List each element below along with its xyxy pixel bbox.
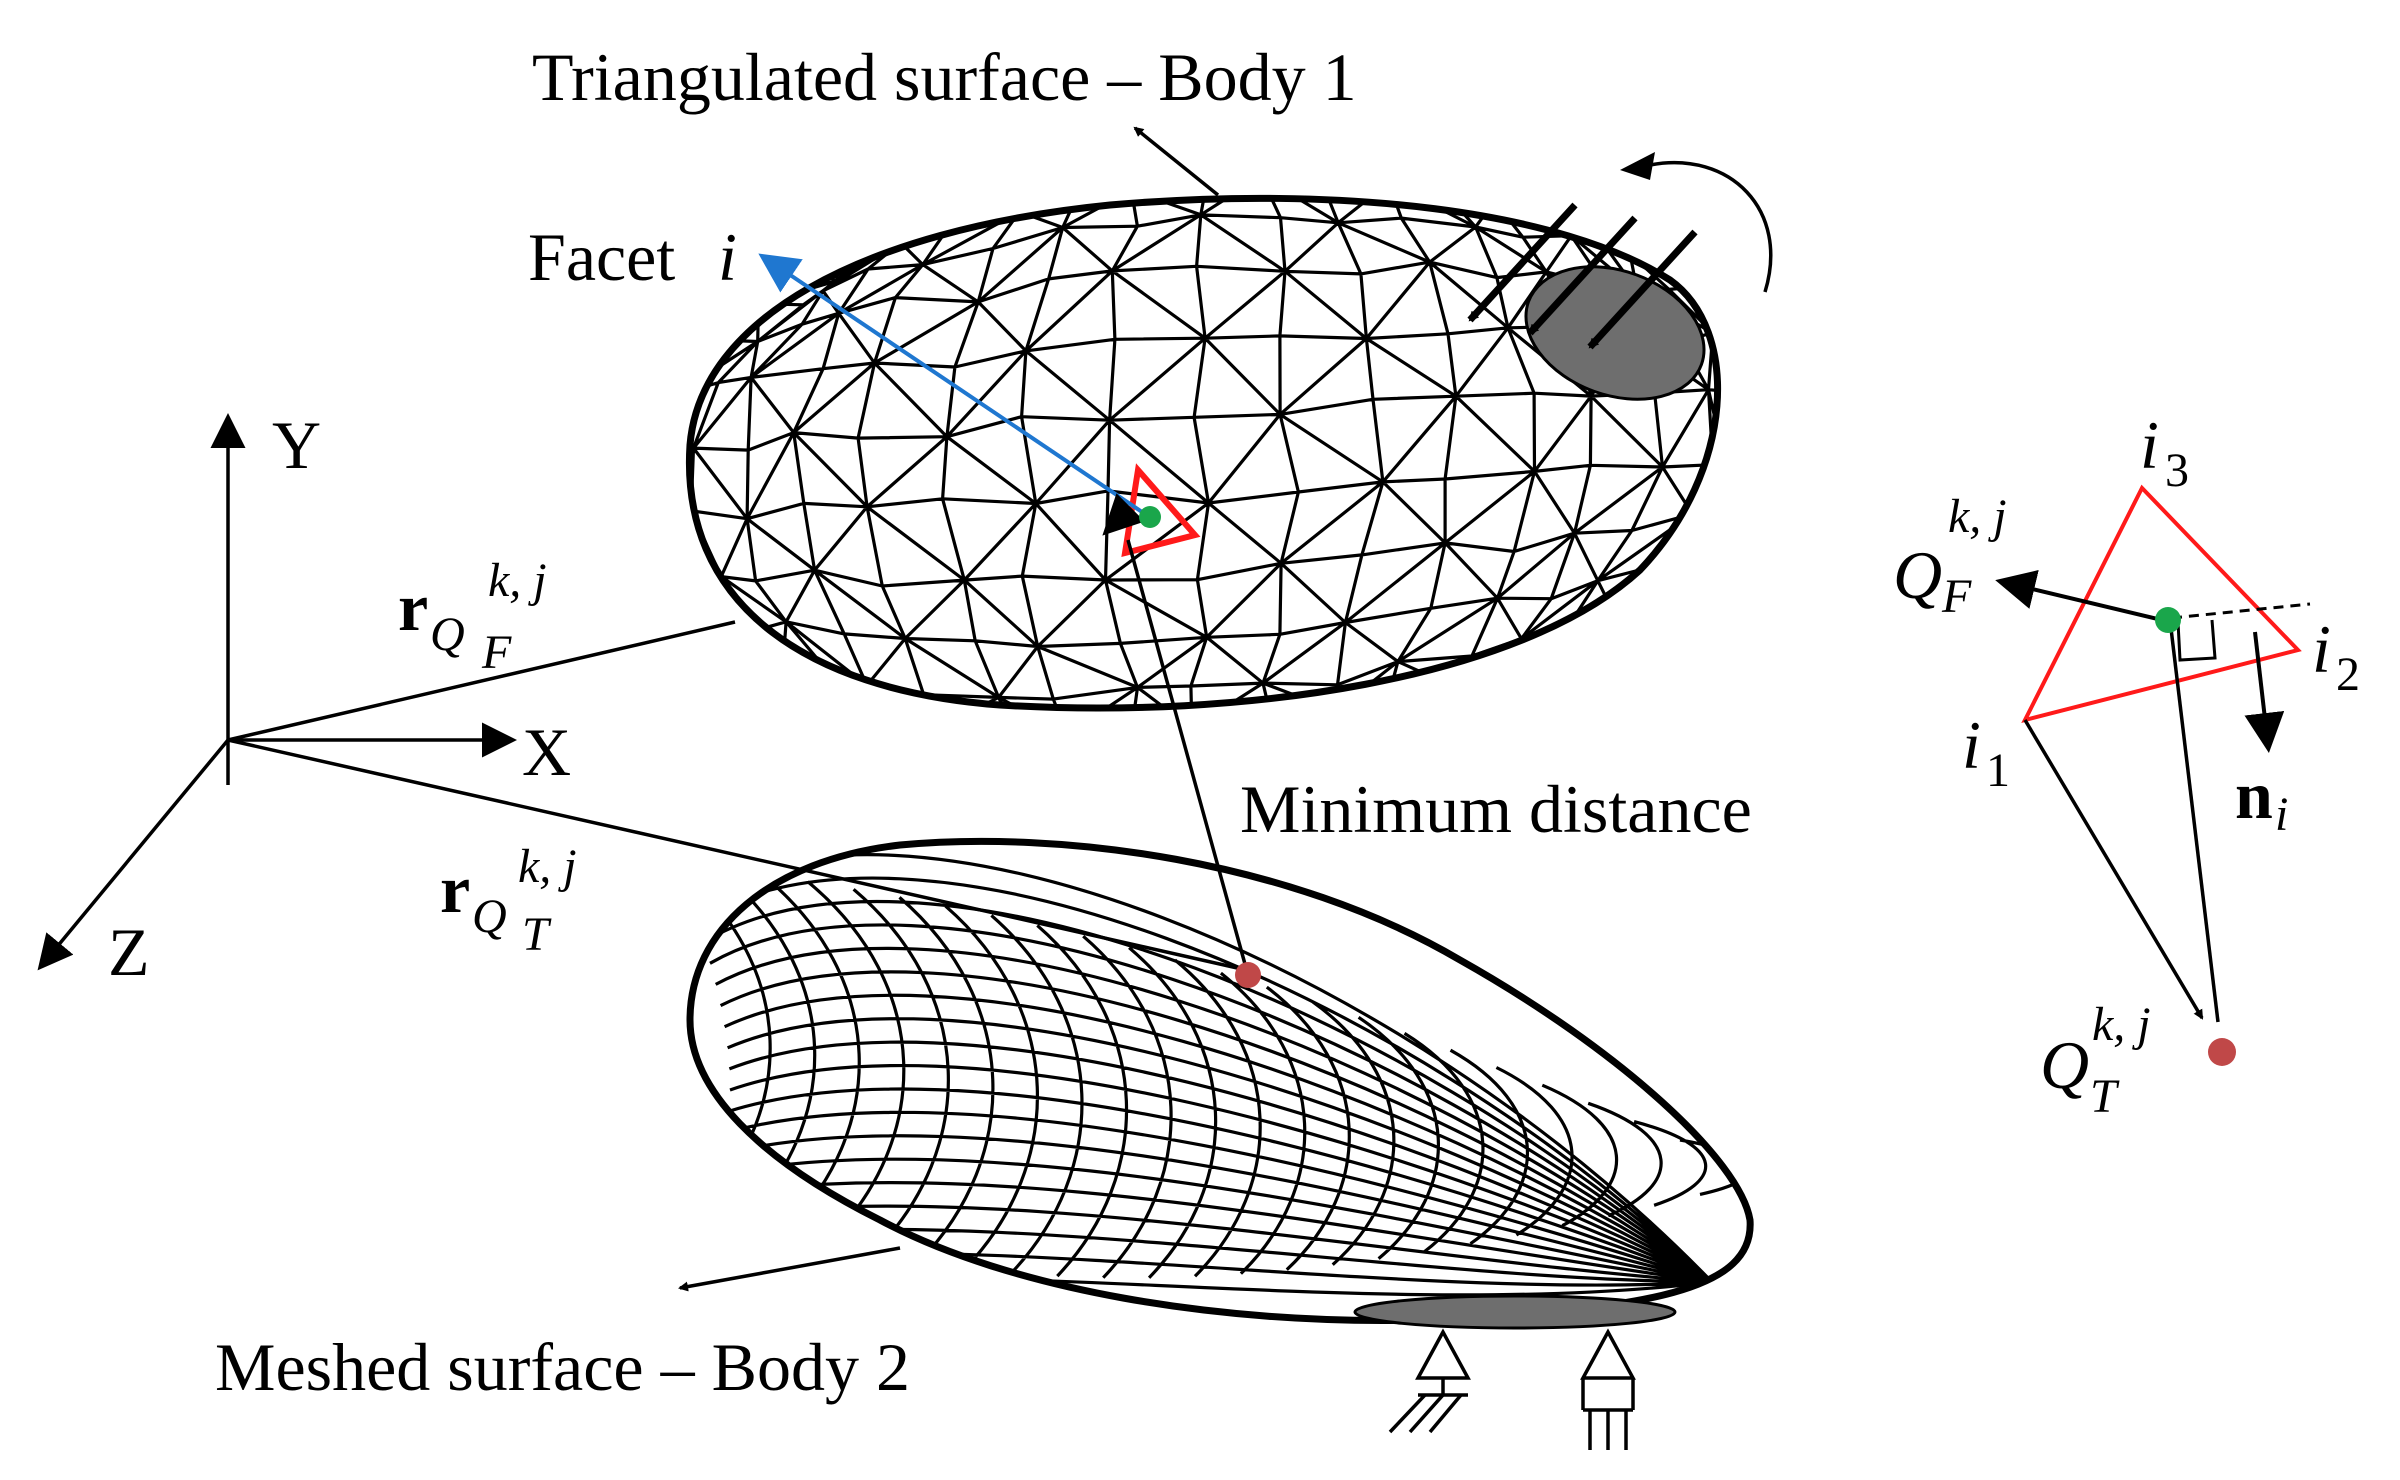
- vertex-i1-label: i 1: [1962, 707, 2010, 797]
- r-qt-label: r Q T k, j: [440, 840, 577, 961]
- inset-qf-to-qt: [2168, 619, 2220, 1023]
- facet-label-text: Facet: [528, 219, 675, 295]
- vertex-i3-label: i 3: [2140, 407, 2189, 497]
- vertex-i3-i: i: [2140, 407, 2159, 483]
- normal-sub: i: [2275, 788, 2288, 841]
- inset-qf-sub: F: [1941, 570, 1972, 623]
- inset-point-qf: [2155, 607, 2181, 633]
- axis-z-label: Z: [108, 914, 150, 990]
- r-qf-q: Q: [430, 608, 465, 661]
- body-1-label-pointer: [1133, 126, 1220, 197]
- inset-dashed-line: [2171, 602, 2311, 620]
- r-qf-r: r: [398, 569, 428, 645]
- body-2-outline: [686, 837, 1754, 1324]
- inset-normal-arrow: [2244, 631, 2285, 753]
- vertex-i3-sub: 3: [2165, 444, 2189, 497]
- body-2-supports: [1388, 1328, 1636, 1450]
- minimum-distance-label: Minimum distance: [1240, 771, 1752, 847]
- facet-label-index: i: [718, 219, 737, 295]
- minimum-distance-line: [1126, 539, 1250, 976]
- vertex-i2-i: i: [2312, 611, 2331, 687]
- r-qf-label: r Q F k, j: [398, 554, 547, 679]
- body-2-support-patch: [1353, 1294, 1677, 1330]
- inset-qf-sup: k, j: [1948, 490, 2007, 543]
- inset-qf-q: Q: [1893, 537, 1942, 613]
- inset-qf-arrow: [1995, 569, 2163, 622]
- normal-label: n i: [2235, 757, 2288, 841]
- facet-detail-inset: i 3 i 2 i 1 Q F k, j Q T k, j n i: [1893, 407, 2360, 1123]
- facet-normal-ray: [758, 253, 1150, 518]
- z-axis: [37, 738, 230, 971]
- body-2-mesh: [690, 853, 1751, 1297]
- r-qt-r: r: [440, 851, 470, 927]
- body-1-load-patch: [1524, 265, 1706, 401]
- inset-qt-q: Q: [2040, 1027, 2089, 1103]
- vertex-i2-sub: 2: [2336, 648, 2360, 701]
- body-1-load-arrows: [1467, 152, 1773, 350]
- axis-x-label: X: [522, 714, 571, 790]
- inset-qf-label: Q F k, j: [1893, 490, 2007, 623]
- mesh-line: [690, 853, 1751, 1297]
- r-qf-vector: [227, 620, 736, 742]
- inset-right-angle: [2176, 619, 2217, 662]
- facet-i-on-body: [758, 253, 1201, 558]
- r-qt-sub: T: [522, 908, 552, 961]
- point-qt: [1235, 962, 1261, 988]
- vertex-i2-label: i 2: [2312, 611, 2360, 701]
- coordinate-axes: Y X Z: [37, 407, 571, 990]
- normal-n: n: [2235, 757, 2273, 833]
- inset-point-qt: [2208, 1038, 2236, 1066]
- inset-i1-to-qt: [2023, 719, 2204, 1020]
- inset-qt-sub: T: [2090, 1070, 2120, 1123]
- body-1-outline: [685, 194, 1722, 712]
- body-2-label-pointer: [678, 1246, 901, 1292]
- body-1-triangulated-surface: [685, 126, 1773, 712]
- body-2-meshed-surface: [678, 837, 1754, 1450]
- body-1-label: Triangulated surface – Body 1: [532, 39, 1357, 115]
- point-qf: [1139, 506, 1161, 528]
- inset-qt-label: Q T k, j: [2040, 998, 2151, 1123]
- facet-label: Facet i: [528, 219, 737, 295]
- vertex-i1-sub: 1: [1986, 744, 2010, 797]
- body-2-label: Meshed surface – Body 2: [215, 1329, 910, 1405]
- vertex-i1-i: i: [1962, 707, 1981, 783]
- axis-y-label: Y: [272, 407, 321, 483]
- r-qf-sup: k, j: [488, 554, 547, 607]
- rotation-arrow: [1649, 161, 1773, 293]
- inset-facet-triangle: [2021, 484, 2302, 724]
- r-qf-sub: F: [481, 626, 512, 679]
- r-qt-q: Q: [472, 890, 507, 943]
- facet-small-arrow: [1102, 493, 1145, 536]
- inset-qt-sup: k, j: [2092, 998, 2151, 1051]
- r-qt-sup: k, j: [518, 840, 577, 893]
